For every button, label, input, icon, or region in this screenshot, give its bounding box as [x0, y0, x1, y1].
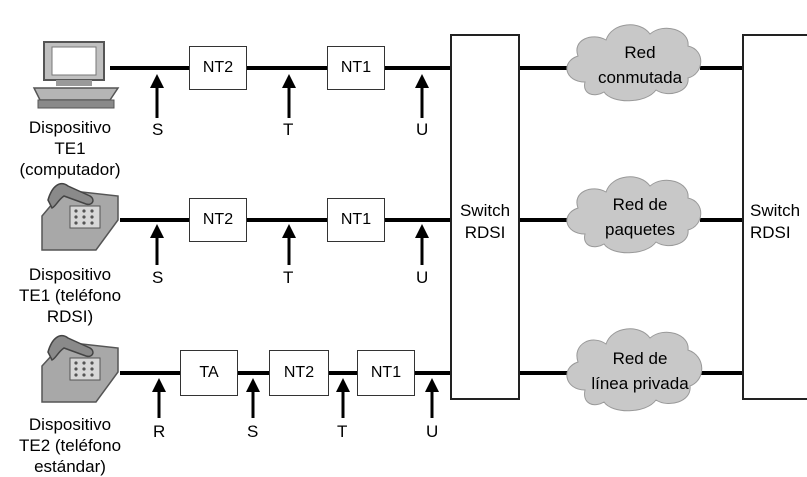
arrow-T-row3 — [336, 378, 350, 418]
ref-point-label: T — [283, 268, 294, 287]
computer-icon — [32, 41, 120, 109]
cloud-label-line2: conmutada — [597, 68, 683, 87]
device-label-standard-phone: Dispositivo TE2 (teléfono estándar) — [0, 414, 140, 477]
switch-label-line2: RDSI — [750, 223, 791, 242]
standard-phone-icon — [41, 334, 119, 403]
arrow-U-row2 — [415, 224, 429, 265]
isdn-phone-icon — [41, 182, 119, 251]
cloud-label-line1: Red de — [612, 195, 668, 214]
cloud-label-linea-privada: Red de línea privada — [570, 346, 710, 396]
device-label-line: Dispositivo — [28, 118, 112, 137]
arrow-U-row3 — [425, 378, 439, 418]
ref-point-label: T — [337, 422, 348, 441]
row1-box-nt1: NT1 — [327, 46, 385, 90]
ref-point-label: R — [153, 422, 166, 441]
cloud-red-linea-privada — [566, 328, 703, 412]
switch-rdsi-right: Switch RDSI — [742, 34, 807, 400]
cloud-label-paquetes: Red de paquetes — [575, 192, 705, 242]
cloud-red-paquetes — [566, 176, 702, 254]
arrow-T-row2 — [282, 224, 296, 265]
device-label-line: estándar) — [34, 457, 106, 476]
ref-point-label: U — [416, 120, 429, 139]
cloud-label-conmutada: Red conmutada — [575, 40, 705, 90]
row2-box-nt1: NT1 — [327, 198, 385, 242]
arrow-S-row1 — [150, 74, 164, 118]
cloud-label-line1: Red — [624, 43, 656, 62]
switch-label-line1: Switch — [750, 201, 801, 220]
cloud-label-line2: línea privada — [591, 374, 689, 393]
device-label-line: (computador) — [19, 160, 121, 179]
cloud-label-line1: Red de — [612, 349, 668, 368]
device-label-isdn-phone: Dispositivo TE1 (teléfono RDSI) — [0, 264, 140, 327]
device-label-line: TE2 (teléfono — [18, 436, 122, 455]
device-label-computer: Dispositivo TE1 (computador) — [0, 117, 140, 180]
ref-point-label: S — [247, 422, 259, 441]
arrow-R-row3 — [152, 378, 166, 418]
switch-label-line1: Switch — [459, 201, 511, 220]
ref-point-label: T — [283, 120, 294, 139]
ref-point-label: U — [416, 268, 429, 287]
row3-box-nt2: NT2 — [269, 350, 329, 396]
cloud-red-conmutada — [566, 24, 702, 102]
ref-point-label: S — [152, 120, 164, 139]
row1-box-nt2: NT2 — [189, 46, 247, 90]
device-label-line: TE1 (teléfono — [18, 286, 122, 305]
row3-box-nt1: NT1 — [357, 350, 415, 396]
arrow-T-row1 — [282, 74, 296, 118]
ref-point-label: U — [426, 422, 439, 441]
arrow-S-row2 — [150, 224, 164, 265]
row3-box-ta: TA — [180, 350, 238, 396]
ref-point-label: S — [152, 268, 164, 287]
device-label-line: TE1 — [54, 139, 86, 158]
device-label-line: RDSI) — [46, 307, 94, 326]
device-label-line: Dispositivo — [28, 415, 112, 434]
switch-label-line2: RDSI — [464, 223, 506, 242]
arrow-S-row3 — [246, 378, 260, 418]
switch-rdsi-left: Switch RDSI — [450, 34, 520, 400]
row2-box-nt2: NT2 — [189, 198, 247, 242]
cloud-label-line2: paquetes — [605, 220, 675, 239]
arrow-U-row1 — [415, 74, 429, 118]
device-label-line: Dispositivo — [28, 265, 112, 284]
